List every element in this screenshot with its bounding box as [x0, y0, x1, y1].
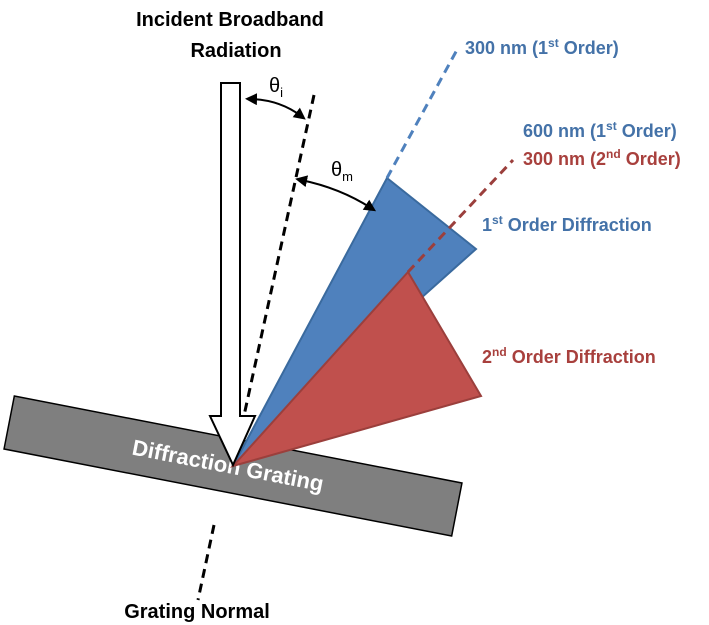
theta-i-label: θi [269, 75, 283, 100]
first-order-sup: st [492, 213, 503, 227]
first-order-diffraction-label: 1st Order Diffraction [482, 213, 652, 235]
ray-300nm-first-order-sup: st [548, 36, 559, 50]
ray-300nm-second-order [406, 158, 515, 274]
ray-300nm-second-order-label: 300 nm (2nd Order) [523, 147, 681, 169]
grating-normal-line-lower [196, 524, 216, 601]
incident-label-line2: Radiation [190, 40, 281, 62]
theta-i-arc [245, 93, 306, 120]
grating-normal-label: Grating Normal [124, 601, 270, 623]
second-order-suffix: Order Diffraction [507, 347, 656, 367]
theta-m-arc [295, 175, 377, 212]
ray-600nm-first-order-sup: st [606, 119, 617, 133]
second-order-prefix: 2 [482, 347, 492, 367]
second-order-sup: nd [492, 345, 507, 359]
first-order-prefix: 1 [482, 215, 492, 235]
ray-300nm-first-order-suffix: Order) [559, 38, 619, 58]
ray-600nm-first-order-prefix: 600 nm (1 [523, 121, 606, 141]
ray-300nm-first-order [385, 47, 460, 179]
theta-i-subscript: i [280, 85, 283, 100]
ray-600nm-first-order-suffix: Order) [617, 121, 677, 141]
ray-300nm-first-order-label: 300 nm (1st Order) [465, 36, 619, 58]
ray-300nm-first-order-prefix: 300 nm (1 [465, 38, 548, 58]
grating-normal-line [231, 94, 316, 467]
incident-label-line1: Incident Broadband [136, 9, 324, 31]
ray-300nm-second-order-sup: nd [606, 147, 621, 161]
theta-m-label: θm [331, 159, 353, 184]
ray-300nm-second-order-prefix: 300 nm (2 [523, 149, 606, 169]
second-order-wedge [229, 270, 483, 468]
theta-m-subscript: m [342, 169, 353, 184]
theta-m-symbol: θ [331, 159, 342, 181]
ray-300nm-second-order-suffix: Order) [621, 149, 681, 169]
theta-i-symbol: θ [269, 75, 280, 97]
incident-arrow [208, 82, 257, 468]
ray-600nm-first-order-label: 600 nm (1st Order) [523, 119, 677, 141]
second-order-diffraction-label: 2nd Order Diffraction [482, 345, 656, 367]
first-order-suffix: Order Diffraction [503, 215, 652, 235]
